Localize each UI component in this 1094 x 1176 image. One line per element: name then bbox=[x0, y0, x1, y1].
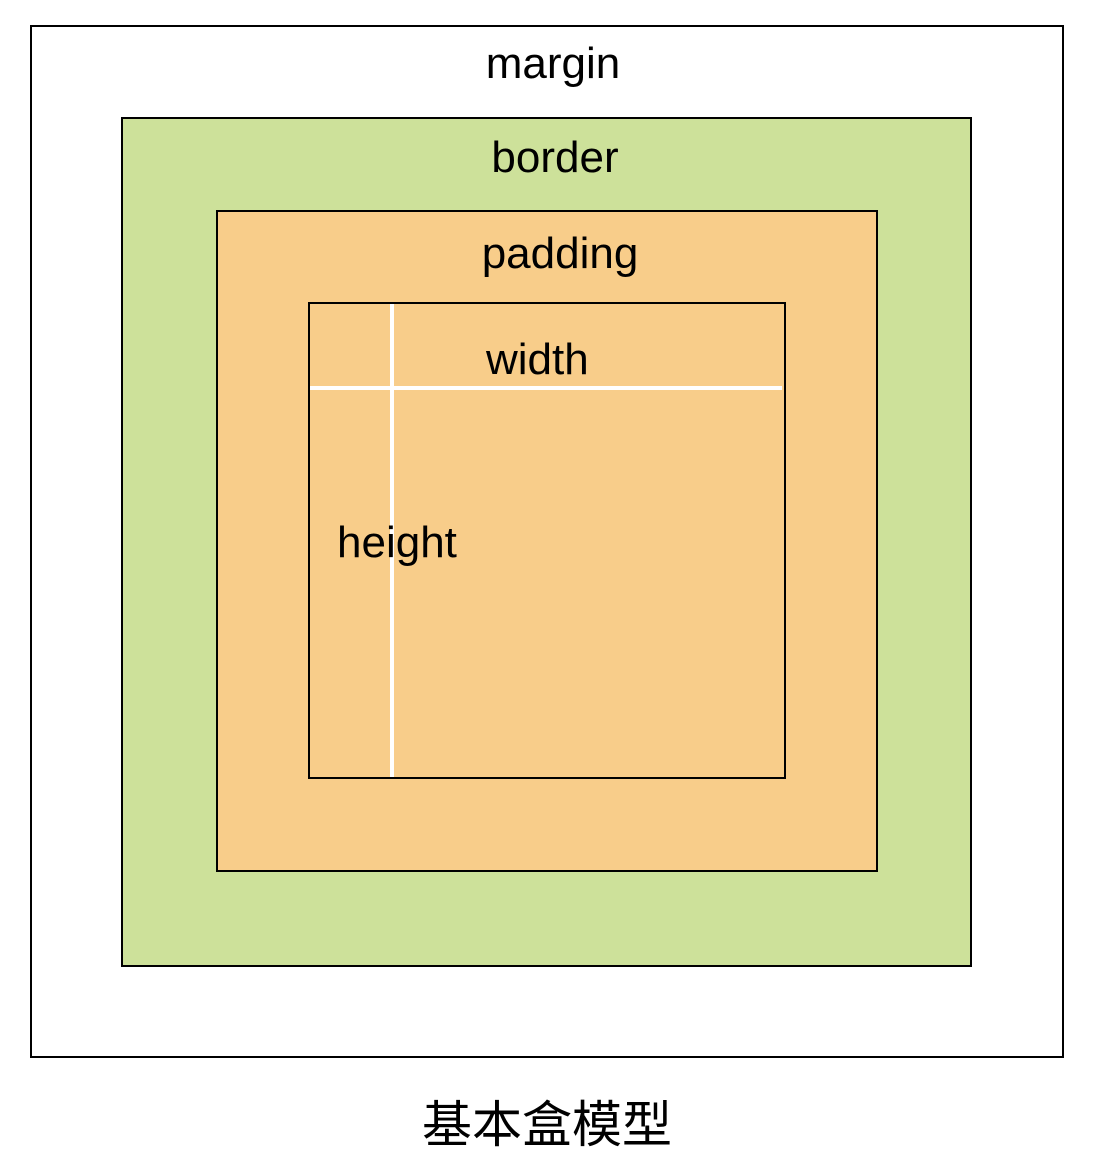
height-label: height bbox=[337, 518, 457, 567]
padding-label: padding bbox=[481, 229, 639, 278]
diagram-caption: 基本盒模型 bbox=[422, 1096, 672, 1154]
content-box bbox=[308, 302, 786, 779]
width-label: width bbox=[486, 335, 589, 384]
border-label: border bbox=[491, 133, 619, 182]
width-guide-line bbox=[310, 386, 782, 390]
height-guide-line bbox=[390, 304, 394, 777]
margin-label: margin bbox=[485, 39, 621, 88]
